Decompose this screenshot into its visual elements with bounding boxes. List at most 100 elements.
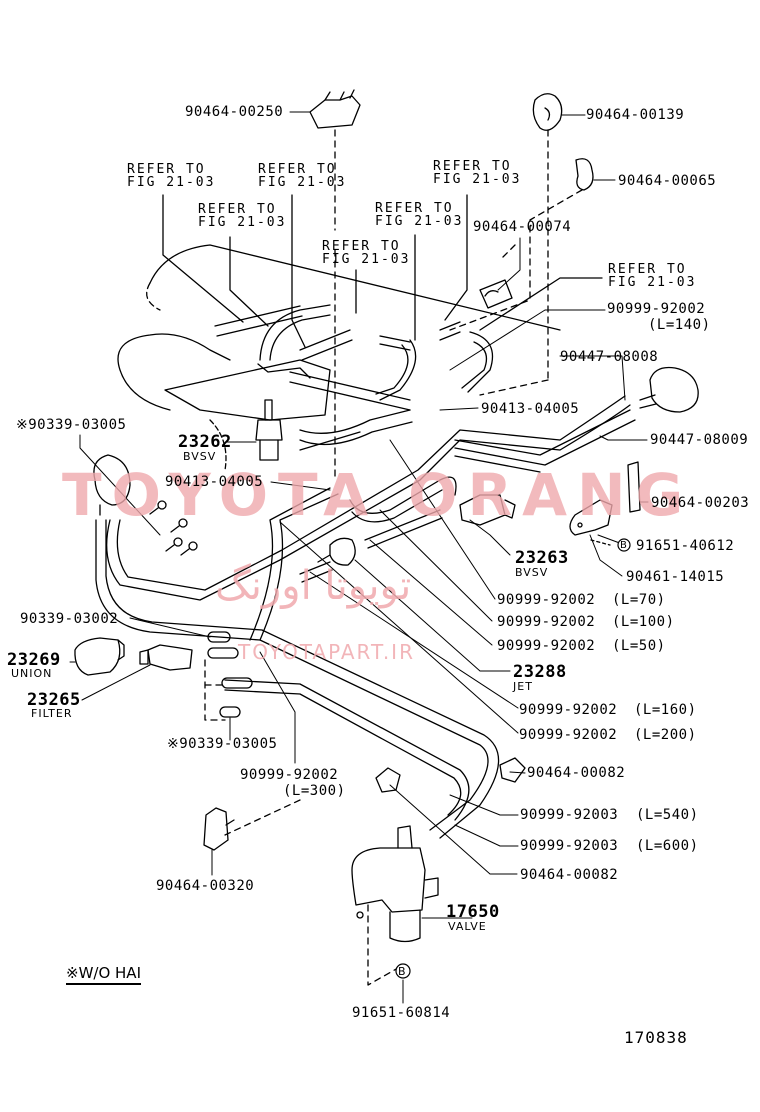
- filter-90339-03005: [93, 454, 131, 516]
- part-desc-valve: VALVE: [448, 920, 487, 933]
- part-desc-bvsv-23262: BVSV: [183, 450, 217, 463]
- part-label-90447-08008[interactable]: 90447-08008: [560, 349, 659, 365]
- watermark-persian: تویوتا اورنگ: [215, 563, 412, 609]
- bolt-marker-b-lower-letter: B: [398, 965, 407, 978]
- part-desc-l600: (L=600): [636, 838, 699, 854]
- bolt-marker-b-lower: [395, 963, 411, 979]
- refer-line1: REFER TO: [127, 162, 206, 177]
- bvsv-23262: [255, 363, 311, 461]
- refer-line1: REFER TO: [608, 262, 687, 277]
- part-label-91651-40612[interactable]: 91651-40612: [636, 538, 735, 554]
- part-label-90464-00250[interactable]: 90464-00250: [185, 104, 284, 120]
- part-label-90464-00074[interactable]: 90464-00074: [473, 219, 572, 235]
- valve-17650: [351, 825, 439, 943]
- part-label-90464-00203[interactable]: 90464-00203: [651, 495, 750, 511]
- part-desc-l540: (L=540): [636, 807, 699, 823]
- refer-line1: REFER TO: [198, 202, 277, 217]
- figure-number: 170838: [624, 1028, 688, 1047]
- part-label-23263[interactable]: 23263: [515, 548, 569, 568]
- refer-line2: FIG 21-03: [322, 252, 411, 267]
- part-label-90339-03005-upper[interactable]: ※90339-03005: [16, 417, 127, 433]
- part-label-90464-00320[interactable]: 90464-00320: [156, 878, 255, 894]
- part-label-90339-03005-lower[interactable]: ※90339-03005: [167, 736, 278, 752]
- part-label-90999-92002-l50[interactable]: 90999-92002: [497, 638, 596, 654]
- part-label-23269[interactable]: 23269: [7, 650, 61, 670]
- refer-line1: REFER TO: [375, 201, 454, 216]
- refer-line2: FIG 21-03: [608, 275, 697, 290]
- clip-90464-00320: [203, 807, 235, 851]
- clip-90464-00065: [575, 158, 594, 191]
- part-desc-jet: JET: [513, 680, 533, 693]
- part-desc-l50: (L=50): [612, 638, 666, 654]
- refer-line2: FIG 21-03: [258, 175, 347, 190]
- part-desc-l200: (L=200): [634, 727, 697, 743]
- part-label-90999-92002-l160[interactable]: 90999-92002: [519, 702, 618, 718]
- part-label-91651-60814[interactable]: 91651-60814: [352, 1005, 451, 1021]
- part-label-90999-92003-l600[interactable]: 90999-92003: [520, 838, 619, 854]
- label-leaders: [69, 111, 649, 1004]
- clip-90464-00082-right: [499, 757, 526, 783]
- part-label-90464-00082-lower[interactable]: 90464-00082: [520, 867, 619, 883]
- watermark-brand: TOYOTA ORANG: [62, 461, 694, 529]
- engine-outline: [117, 244, 561, 471]
- clip-90464-00250: [309, 89, 361, 129]
- part-label-17650[interactable]: 17650: [446, 902, 500, 922]
- part-desc-l100: (L=100): [612, 614, 675, 630]
- part-label-90464-00082-upper[interactable]: 90464-00082: [527, 765, 626, 781]
- clip-90464-00082-left: [375, 767, 401, 793]
- part-label-90999-92002-l200[interactable]: 90999-92002: [519, 727, 618, 743]
- bvsv-23263: [459, 494, 516, 526]
- filter-23265: [139, 644, 193, 671]
- part-label-23265[interactable]: 23265: [27, 690, 81, 710]
- main-hose-bundle: [95, 395, 636, 839]
- bolt-marker-b-upper-letter: B: [620, 540, 628, 551]
- part-desc-l300: (L=300): [283, 783, 346, 799]
- part-label-90999-92002-l140[interactable]: 90999-92002: [607, 301, 706, 317]
- part-label-90464-00065[interactable]: 90464-00065: [618, 173, 717, 189]
- refer-line1: REFER TO: [258, 162, 337, 177]
- part-label-90447-08009[interactable]: 90447-08009: [650, 432, 749, 448]
- refer-line2: FIG 21-03: [127, 175, 216, 190]
- refer-line2: FIG 21-03: [198, 215, 287, 230]
- part-label-23288[interactable]: 23288: [513, 662, 567, 682]
- part-label-90339-03002[interactable]: 90339-03002: [20, 611, 119, 627]
- short-hoses: [207, 476, 457, 718]
- clip-90464-00074: [479, 279, 513, 309]
- union-23269: [74, 637, 125, 676]
- part-desc-bvsv-23263: BVSV: [515, 566, 549, 579]
- part-label-90464-00139[interactable]: 90464-00139: [586, 107, 685, 123]
- refer-line1: REFER TO: [322, 239, 401, 254]
- bracket-90461-14015: [569, 499, 613, 536]
- part-label-90999-92002-l300[interactable]: 90999-92002: [240, 767, 339, 783]
- screws: [149, 500, 198, 556]
- watermark-site: TOYOTAPART.IR: [238, 640, 415, 664]
- bolt-marker-b-upper: [617, 538, 631, 552]
- jet-23288: [317, 537, 356, 566]
- refer-line2: FIG 21-03: [433, 172, 522, 187]
- refer-line2: FIG 21-03: [375, 214, 464, 229]
- alignment-dashes: [204, 129, 611, 986]
- part-label-23262[interactable]: 23262: [178, 432, 232, 452]
- bracket-90464-00203: [627, 461, 641, 513]
- part-desc-filter: FILTER: [31, 707, 73, 720]
- part-label-90413-04005-upper[interactable]: 90413-04005: [481, 401, 580, 417]
- upper-hoses: [214, 304, 494, 451]
- part-label-90999-92002-l70[interactable]: 90999-92002: [497, 592, 596, 608]
- refer-line1: REFER TO: [433, 159, 512, 174]
- clip-90464-00139: [532, 93, 563, 131]
- legend-note-without-hai: ※W/O HAI: [66, 965, 141, 985]
- part-label-90461-14015[interactable]: 90461-14015: [626, 569, 725, 585]
- part-label-90999-92002-l100[interactable]: 90999-92002: [497, 614, 596, 630]
- canister-90447: [639, 366, 699, 413]
- part-label-90999-92003-l540[interactable]: 90999-92003: [520, 807, 619, 823]
- part-desc-union: UNION: [11, 667, 53, 680]
- part-label-90413-04005-lower[interactable]: 90413-04005: [165, 474, 264, 490]
